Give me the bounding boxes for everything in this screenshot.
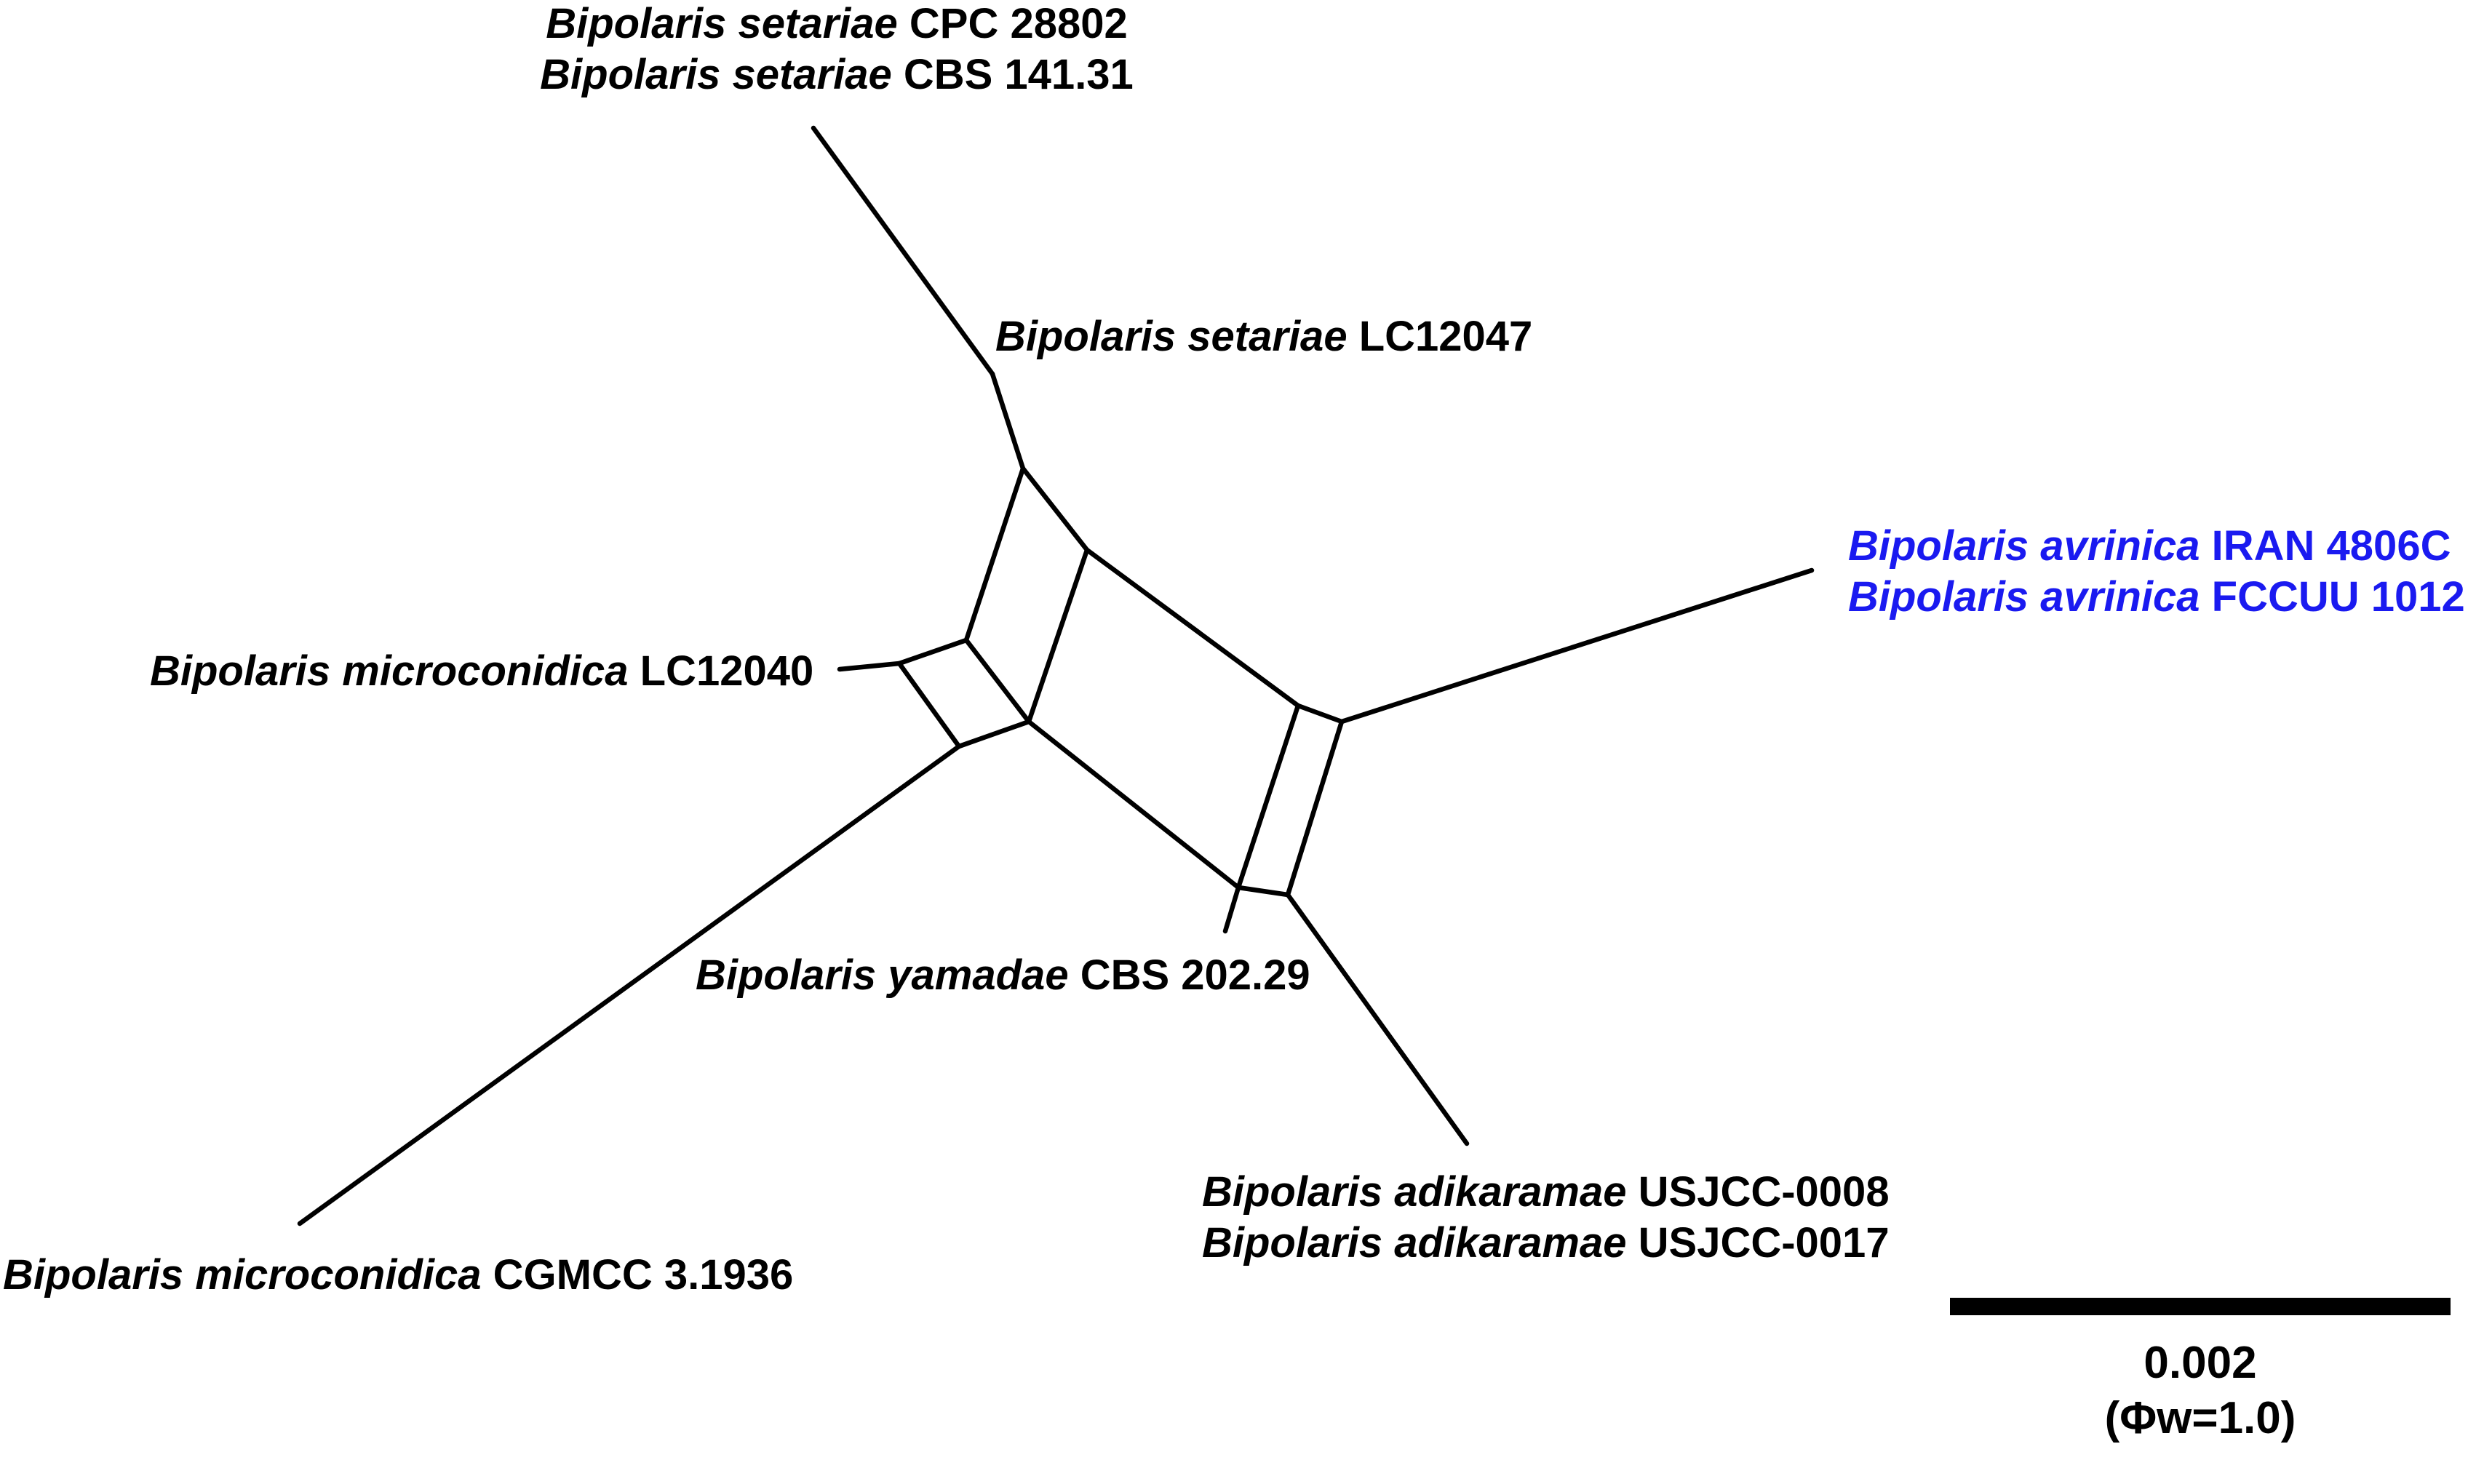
network-edge <box>1295 703 1345 725</box>
network-edge <box>1235 885 1291 898</box>
taxon-label-yamadae: Bipolaris yamadae CBS 202.29 <box>696 950 1310 1001</box>
taxon-name: Bipolaris avrinica FCCUU 1012 <box>1848 572 2465 623</box>
taxon-strain: LC12047 <box>1347 313 1533 360</box>
taxon-species: Bipolaris setariae <box>540 51 892 98</box>
taxon-label-microconidica-lc12040: Bipolaris microconidica LC12040 <box>150 646 813 697</box>
network-edge <box>1285 892 1470 1146</box>
taxon-name: Bipolaris avrinica IRAN 4806C <box>1848 521 2465 572</box>
taxon-species: Bipolaris yamadae <box>696 952 1069 999</box>
taxon-strain: CPC 28802 <box>897 0 1128 47</box>
taxon-strain: CGMCC 3.1936 <box>481 1251 794 1298</box>
network-edge <box>1285 719 1345 898</box>
taxon-species: Bipolaris adikaramae <box>1202 1219 1627 1266</box>
taxon-species: Bipolaris setariae <box>546 0 898 47</box>
network-edge <box>963 466 1026 643</box>
network-edge <box>1339 567 1815 725</box>
taxon-name: Bipolaris adikaramae USJCC-0008 <box>1202 1167 1890 1218</box>
network-edge <box>963 637 1032 725</box>
taxon-name: Bipolaris microconidica CGMCC 3.1936 <box>3 1250 793 1301</box>
taxon-species: Bipolaris microconidica <box>3 1251 482 1298</box>
scale-legend: 0.002 (Φw=1.0) <box>1950 1336 2451 1446</box>
taxon-species: Bipolaris avrinica <box>1848 522 2200 570</box>
taxon-strain: LC12040 <box>628 647 814 695</box>
taxon-strain: FCCUU 1012 <box>2200 573 2465 621</box>
taxon-name: Bipolaris setariae LC12047 <box>995 311 1532 362</box>
network-edge <box>297 743 962 1226</box>
taxon-species: Bipolaris adikaramae <box>1202 1168 1627 1216</box>
network-edge <box>1026 719 1241 890</box>
taxon-name: Bipolaris setariae CBS 141.31 <box>509 49 1164 100</box>
network-edge <box>896 637 969 666</box>
network-edge <box>1235 703 1301 890</box>
taxon-species: Bipolaris setariae <box>995 313 1348 360</box>
scale-value: 0.002 <box>2143 1338 2257 1388</box>
taxon-label-setariae-lc12047: Bipolaris setariae LC12047 <box>995 311 1532 362</box>
network-edge <box>956 719 1032 749</box>
taxon-name: Bipolaris microconidica LC12040 <box>150 646 813 697</box>
network-edge <box>990 371 1026 471</box>
network-edge <box>811 125 995 377</box>
network-edge <box>896 661 962 749</box>
network-edge <box>1222 885 1241 934</box>
network-edge <box>1084 547 1301 709</box>
network-edge <box>1020 466 1090 553</box>
taxon-strain: USJCC-0017 <box>1626 1219 1890 1266</box>
taxon-label-microconidica-cgmcc: Bipolaris microconidica CGMCC 3.1936 <box>3 1250 793 1301</box>
scale-bar <box>1950 1298 2451 1315</box>
taxon-species: Bipolaris microconidica <box>150 647 629 695</box>
taxon-species: Bipolaris avrinica <box>1848 573 2200 621</box>
taxon-strain: USJCC-0008 <box>1626 1168 1890 1216</box>
taxon-name: Bipolaris setariae CPC 28802 <box>509 0 1164 49</box>
taxon-strain: CBS 202.29 <box>1068 952 1310 999</box>
scale-phi: (Φw=1.0) <box>2104 1393 2296 1443</box>
taxon-name: Bipolaris yamadae CBS 202.29 <box>696 950 1310 1001</box>
taxon-strain: IRAN 4806C <box>2200 522 2451 570</box>
taxon-name: Bipolaris adikaramae USJCC-0017 <box>1202 1218 1890 1269</box>
network-edge <box>1026 547 1090 725</box>
taxon-strain: CBS 141.31 <box>891 51 1134 98</box>
network-edge <box>837 661 902 672</box>
